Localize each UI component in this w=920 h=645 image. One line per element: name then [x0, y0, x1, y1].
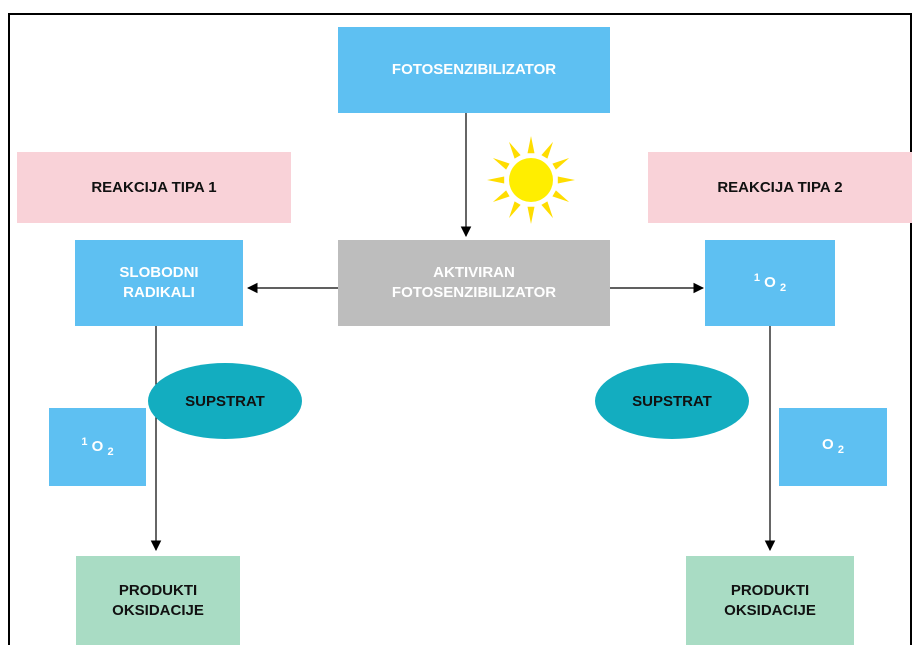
reaction-type-1-label: REAKCIJA TIPA 1 [91, 178, 217, 196]
frame-border-top [8, 13, 912, 15]
products-right-line1: PRODUKTI [730, 581, 810, 599]
sun-ray [492, 190, 510, 202]
free-radicals-line1: SLOBODNI [119, 264, 199, 281]
sun-ray [557, 176, 575, 184]
sun-ray [509, 201, 521, 219]
substrate-right-label: SUPSTRAT [632, 392, 712, 410]
photosensitizer-label: FOTOSENZIBILIZATOR [391, 61, 557, 78]
substrate-left-label: SUPSTRAT [185, 392, 265, 410]
sun-ray [527, 136, 535, 154]
products-left-line1: PRODUKTI [118, 581, 198, 599]
reaction-type-2-box: REAKCIJA TIPA 2 [648, 152, 912, 223]
oxygen-formula-right: O 2 [822, 435, 844, 456]
products-right-line2: OKSIDACIJE [724, 601, 816, 619]
products-box-left: PRODUKTI OKSIDACIJE [76, 556, 240, 645]
sun-ray [552, 158, 570, 170]
sun-ray [492, 158, 510, 170]
sun-ray [509, 141, 521, 159]
frame-border-right [910, 13, 912, 645]
sun-icon [487, 136, 575, 224]
sun-ray [541, 201, 553, 219]
reaction-type-2-label: REAKCIJA TIPA 2 [717, 178, 843, 196]
singlet-oxygen-formula-left: 1 O 2 [81, 436, 114, 458]
free-radicals-box: SLOBODNI RADIKALI [75, 240, 243, 326]
photosensitizer-box: FOTOSENZIBILIZATOR [338, 27, 610, 113]
oxygen-box-right: O 2 [779, 408, 887, 486]
activated-photosensitizer-box: AKTIVIRAN FOTOSENZIBILIZATOR [338, 240, 610, 326]
activated-label-line1: AKTIVIRAN [433, 264, 515, 281]
activated-label-line2: FOTOSENZIBILIZATOR [391, 284, 557, 301]
singlet-oxygen-box-left: 1 O 2 [49, 408, 146, 486]
substrate-ellipse-left: SUPSTRAT [148, 363, 302, 439]
products-box-right: PRODUKTI OKSIDACIJE [686, 556, 854, 645]
sun-ray [552, 190, 570, 202]
substrate-ellipse-right: SUPSTRAT [595, 363, 749, 439]
sun-ray [527, 206, 535, 224]
free-radicals-line2: RADIKALI [123, 284, 195, 301]
singlet-oxygen-box-right: 1 O 2 [705, 240, 835, 326]
reaction-type-1-box: REAKCIJA TIPA 1 [17, 152, 291, 223]
sun-ray [487, 176, 505, 184]
singlet-oxygen-formula-right: 1 O 2 [753, 272, 787, 294]
products-left-line2: OKSIDACIJE [112, 601, 204, 619]
frame-border-left [8, 13, 10, 645]
sun-ray [541, 141, 553, 159]
